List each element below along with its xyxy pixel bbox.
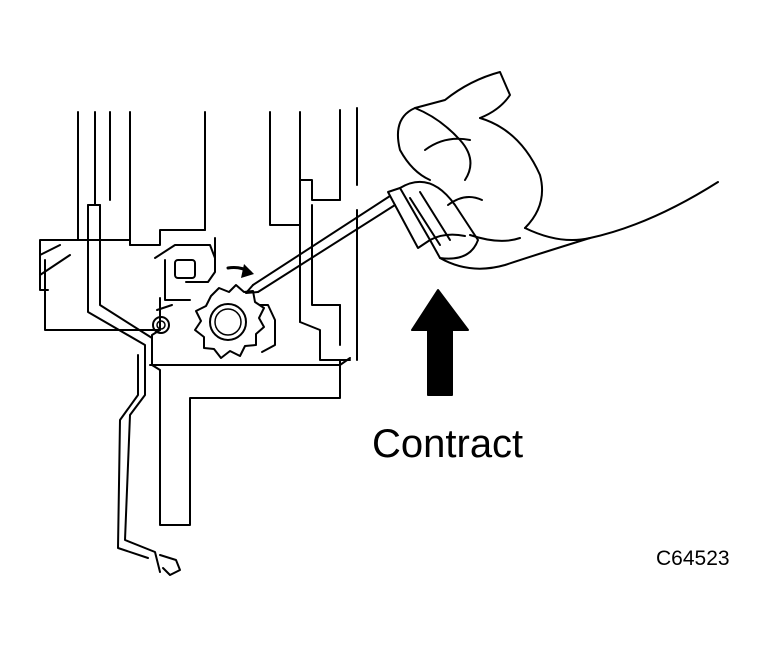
contract-label: Contract xyxy=(372,422,524,466)
figure-code: C64523 xyxy=(656,547,730,570)
hand-icon xyxy=(396,71,719,270)
adjuster-lever xyxy=(149,244,351,526)
rotation-arrow-icon xyxy=(226,264,254,278)
housing-outline xyxy=(39,107,358,361)
adjuster-gear-icon xyxy=(152,284,265,359)
screwdriver-icon xyxy=(245,180,479,294)
spring-cable xyxy=(87,204,181,576)
up-arrow-icon xyxy=(411,289,469,396)
